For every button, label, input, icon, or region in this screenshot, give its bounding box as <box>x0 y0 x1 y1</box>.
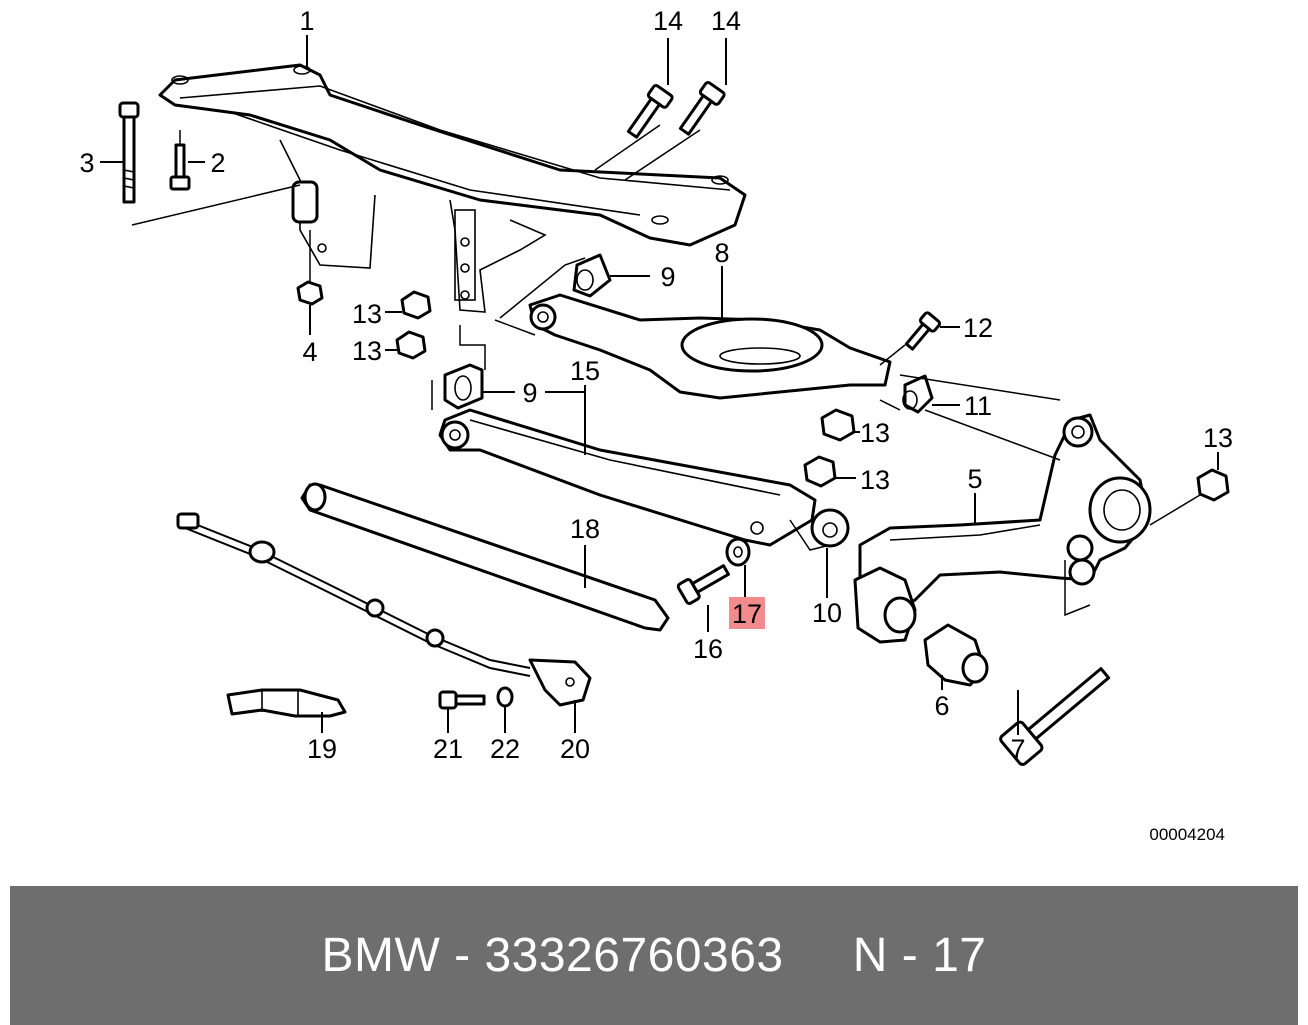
axle-carrier-drawing <box>158 63 747 313</box>
callout-9-lower: 9 <box>522 378 537 408</box>
callout-21: 21 <box>433 734 463 764</box>
screw-21-drawing <box>438 690 486 710</box>
callout-1: 1 <box>299 6 314 36</box>
callout-5: 5 <box>967 464 982 494</box>
callout-19: 19 <box>307 734 337 764</box>
callout-16: 16 <box>693 634 723 664</box>
callout-7: 7 <box>1010 734 1025 764</box>
bolt-16-drawing <box>676 564 730 605</box>
callout-13-c: 13 <box>860 418 890 448</box>
lower-arm-15-drawing <box>438 363 817 547</box>
callout-11: 11 <box>964 391 992 421</box>
highlight-box <box>729 597 765 629</box>
clip-19-drawing <box>226 688 347 718</box>
callout-13-b: 13 <box>352 336 382 366</box>
upper-arm-8-drawing <box>528 253 892 400</box>
reference-lines <box>131 124 1201 617</box>
bushing-6-drawing <box>923 623 989 687</box>
callout-15: 15 <box>570 356 600 386</box>
callout-20: 20 <box>560 734 590 764</box>
bolt-7-drawing <box>999 667 1111 766</box>
bolt-3-drawing <box>118 101 140 204</box>
nut-4-drawing <box>296 280 324 306</box>
callout-8: 8 <box>714 238 729 268</box>
callout-9-upper: 9 <box>660 262 675 292</box>
callout-4: 4 <box>302 337 317 367</box>
washer-17-drawing <box>725 537 751 567</box>
callout-18: 18 <box>570 514 600 544</box>
nuts-13-middle-drawing <box>803 408 1230 502</box>
callout-13-d: 13 <box>860 465 890 495</box>
shield-18-drawing <box>300 482 670 632</box>
catalog-number: 00004204 <box>1149 825 1225 844</box>
washer-22-drawing <box>496 686 514 708</box>
callout-10: 10 <box>812 598 842 628</box>
nuts-13-upper-drawing <box>395 290 432 360</box>
callout-22: 22 <box>490 734 520 764</box>
callout-14-a: 14 <box>653 6 683 36</box>
callout-labels: 1 2 3 4 5 6 7 8 9 9 10 11 12 13 13 13 13… <box>79 6 1233 764</box>
bolt-12-drawing <box>904 311 942 351</box>
callout-17-highlighted: 17 <box>732 599 762 629</box>
callout-6: 6 <box>934 691 949 721</box>
callout-3: 3 <box>79 148 94 178</box>
footer-banner: BMW - 33326760363 N - 17 <box>10 886 1298 1025</box>
part-number-text: BMW - 33326760363 N - 17 <box>321 929 987 982</box>
bushing-11-drawing <box>902 374 934 414</box>
bolts-14-drawing <box>626 81 726 139</box>
callout-14-b: 14 <box>711 6 741 36</box>
trailing-arm-5-drawing <box>810 413 1152 644</box>
callout-2: 2 <box>210 148 225 178</box>
leader-lines <box>100 35 1219 735</box>
callout-13-a: 13 <box>352 299 382 329</box>
parts-diagram: 1 2 3 4 5 6 7 8 9 9 10 11 12 13 13 13 13… <box>79 6 1233 844</box>
callout-12: 12 <box>963 313 993 343</box>
callout-13-e: 13 <box>1203 423 1233 453</box>
bolt-2-drawing <box>169 143 191 191</box>
sensor-20-drawing <box>176 512 592 707</box>
